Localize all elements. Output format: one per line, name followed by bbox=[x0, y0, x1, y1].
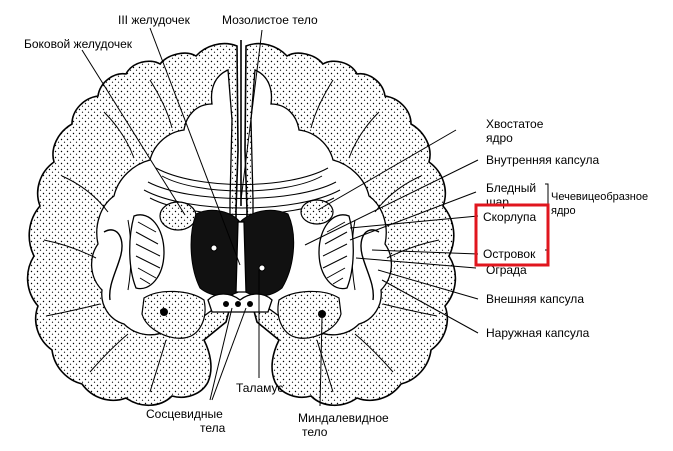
left-sulci bbox=[43, 79, 173, 393]
right-lentiform-stripes bbox=[322, 221, 348, 285]
label-caudate-2: ядро bbox=[486, 131, 513, 145]
label-mammillary-1: Сосцевидные bbox=[146, 407, 223, 421]
label-globus-pallidus-2: шар bbox=[486, 195, 509, 209]
mammillary-dot-2 bbox=[235, 301, 241, 307]
label-insula: Островок bbox=[483, 247, 536, 261]
label-third-ventricle: III желудочек bbox=[118, 13, 191, 27]
label-extreme-capsule: Наружная капсула bbox=[486, 326, 590, 340]
right-sulci bbox=[310, 79, 440, 393]
leader-lines bbox=[81, 27, 549, 407]
left-lentiform-stripes bbox=[135, 221, 161, 285]
left-temporal-lobe bbox=[141, 290, 206, 339]
label-caudate-1: Хвостатое bbox=[486, 117, 544, 131]
label-external-capsule: Внешняя капсула bbox=[486, 292, 584, 306]
third-ventricle bbox=[235, 221, 247, 293]
right-amygdala-dot bbox=[318, 310, 326, 318]
label-lentiform-2: ядро bbox=[551, 205, 576, 217]
right-insula bbox=[360, 229, 380, 301]
highlight-box bbox=[474, 203, 550, 267]
label-thalamus: Таламус bbox=[236, 381, 283, 395]
mammillary-dot-1 bbox=[223, 301, 229, 307]
right-temporal-lobe bbox=[277, 290, 342, 339]
label-amygdala-2: тело bbox=[302, 425, 328, 439]
label-internal-capsule: Внутренняя капсула bbox=[486, 153, 599, 167]
label-globus-pallidus-1: Бледный bbox=[486, 181, 536, 195]
label-putamen: Скорлупа bbox=[483, 210, 536, 224]
label-amygdala-1: Миндалевидное bbox=[298, 411, 389, 425]
left-amygdala-dot bbox=[160, 308, 168, 316]
left-caudate-nucleus bbox=[159, 201, 197, 231]
label-corpus-callosum: Мозолистое тело bbox=[222, 13, 318, 27]
right-thalamic-dot bbox=[258, 264, 266, 272]
label-lateral-ventricle: Боковой желудочек bbox=[24, 37, 133, 51]
corpus-callosum bbox=[143, 167, 341, 215]
label-mammillary-2: тела bbox=[200, 421, 226, 435]
mammillary-dot-3 bbox=[247, 301, 253, 307]
label-lentiform-1: Чечевицеобразное bbox=[551, 191, 648, 203]
left-thalamic-dot bbox=[210, 244, 218, 252]
left-insula bbox=[103, 229, 123, 301]
